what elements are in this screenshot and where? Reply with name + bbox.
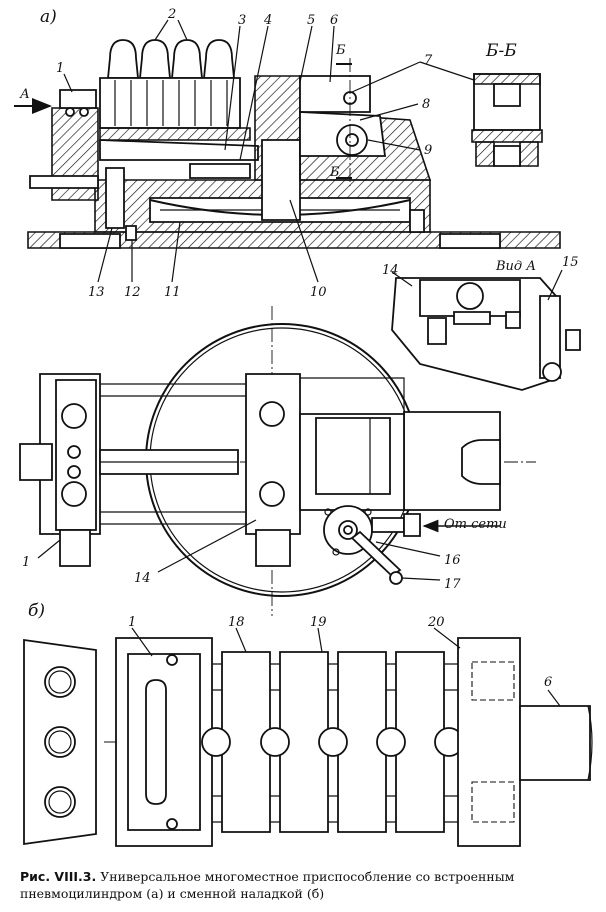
callout-15: 15 <box>562 255 579 270</box>
callout-2: 2 <box>167 7 176 22</box>
leader-lines-b <box>131 627 561 707</box>
callout-6-setup: 6 <box>544 675 552 690</box>
callout-20: 20 <box>427 615 445 630</box>
callout-14-detail: 14 <box>382 263 399 278</box>
valve-lever-17 <box>350 530 402 578</box>
wedge-plunger <box>99 139 259 161</box>
section-bb-view <box>471 73 543 167</box>
plan-view <box>19 306 536 616</box>
leader-lines-a <box>63 19 499 283</box>
caption-prefix: Рис. VIII.3. <box>20 869 97 884</box>
callout-7: 7 <box>424 53 433 68</box>
workpieces <box>99 39 241 129</box>
leader-lines-plan <box>37 519 441 581</box>
view-a-detail-label: Вид А <box>495 259 536 274</box>
plunger-10 <box>261 139 301 221</box>
callout-16: 16 <box>444 553 461 568</box>
callout-18: 18 <box>228 615 245 630</box>
callout-1-setup: 1 <box>128 615 136 630</box>
setup-view-b <box>23 627 593 847</box>
cut-mark-top: Б <box>335 43 346 58</box>
view-a-detail <box>391 269 581 391</box>
callout-19: 19 <box>310 615 327 630</box>
caption-text: Универсальное многоместное приспособлени… <box>20 869 515 901</box>
callout-4: 4 <box>263 13 272 28</box>
clamp-bolt-14 <box>427 317 447 345</box>
air-supply-label: От сети <box>444 517 507 532</box>
jaw-plates <box>221 651 445 833</box>
callout-14-plan: 14 <box>134 571 151 586</box>
callout-8: 8 <box>422 97 430 112</box>
clamping-bar <box>99 127 251 141</box>
rod-6 <box>519 705 591 781</box>
callout-17: 17 <box>444 577 461 592</box>
technical-drawing: а) А 1 2 3 4 5 6 7 8 9 10 11 12 13 Б Б Б… <box>14 7 593 847</box>
screw-13 <box>105 167 125 229</box>
arrow-a-label: А <box>19 87 30 102</box>
callout-1: 1 <box>56 61 64 76</box>
cut-mark-bottom: Б <box>329 165 340 180</box>
callout-3: 3 <box>238 13 246 28</box>
callout-1-plan: 1 <box>22 555 30 570</box>
callout-9: 9 <box>424 143 432 158</box>
callout-10: 10 <box>310 285 327 300</box>
section-bb-label: Б-Б <box>485 41 517 61</box>
handle-15 <box>542 362 562 382</box>
callout-6: 6 <box>330 13 338 28</box>
figure-caption: Рис. VIII.3. Универсальное многоместное … <box>20 868 600 902</box>
adjusting-screw <box>29 175 99 189</box>
clamp-block-central <box>245 373 301 535</box>
section-elevation-view <box>14 19 561 283</box>
lever-6 <box>299 75 371 113</box>
callout-12: 12 <box>124 285 141 300</box>
callout-13: 13 <box>88 285 105 300</box>
callout-5: 5 <box>307 13 315 28</box>
cylinder-body <box>315 417 391 495</box>
view-a-label: а) <box>40 7 57 27</box>
setup-block-20 <box>457 637 521 847</box>
view-b-label: б) <box>28 601 45 621</box>
callout-11: 11 <box>164 285 181 300</box>
